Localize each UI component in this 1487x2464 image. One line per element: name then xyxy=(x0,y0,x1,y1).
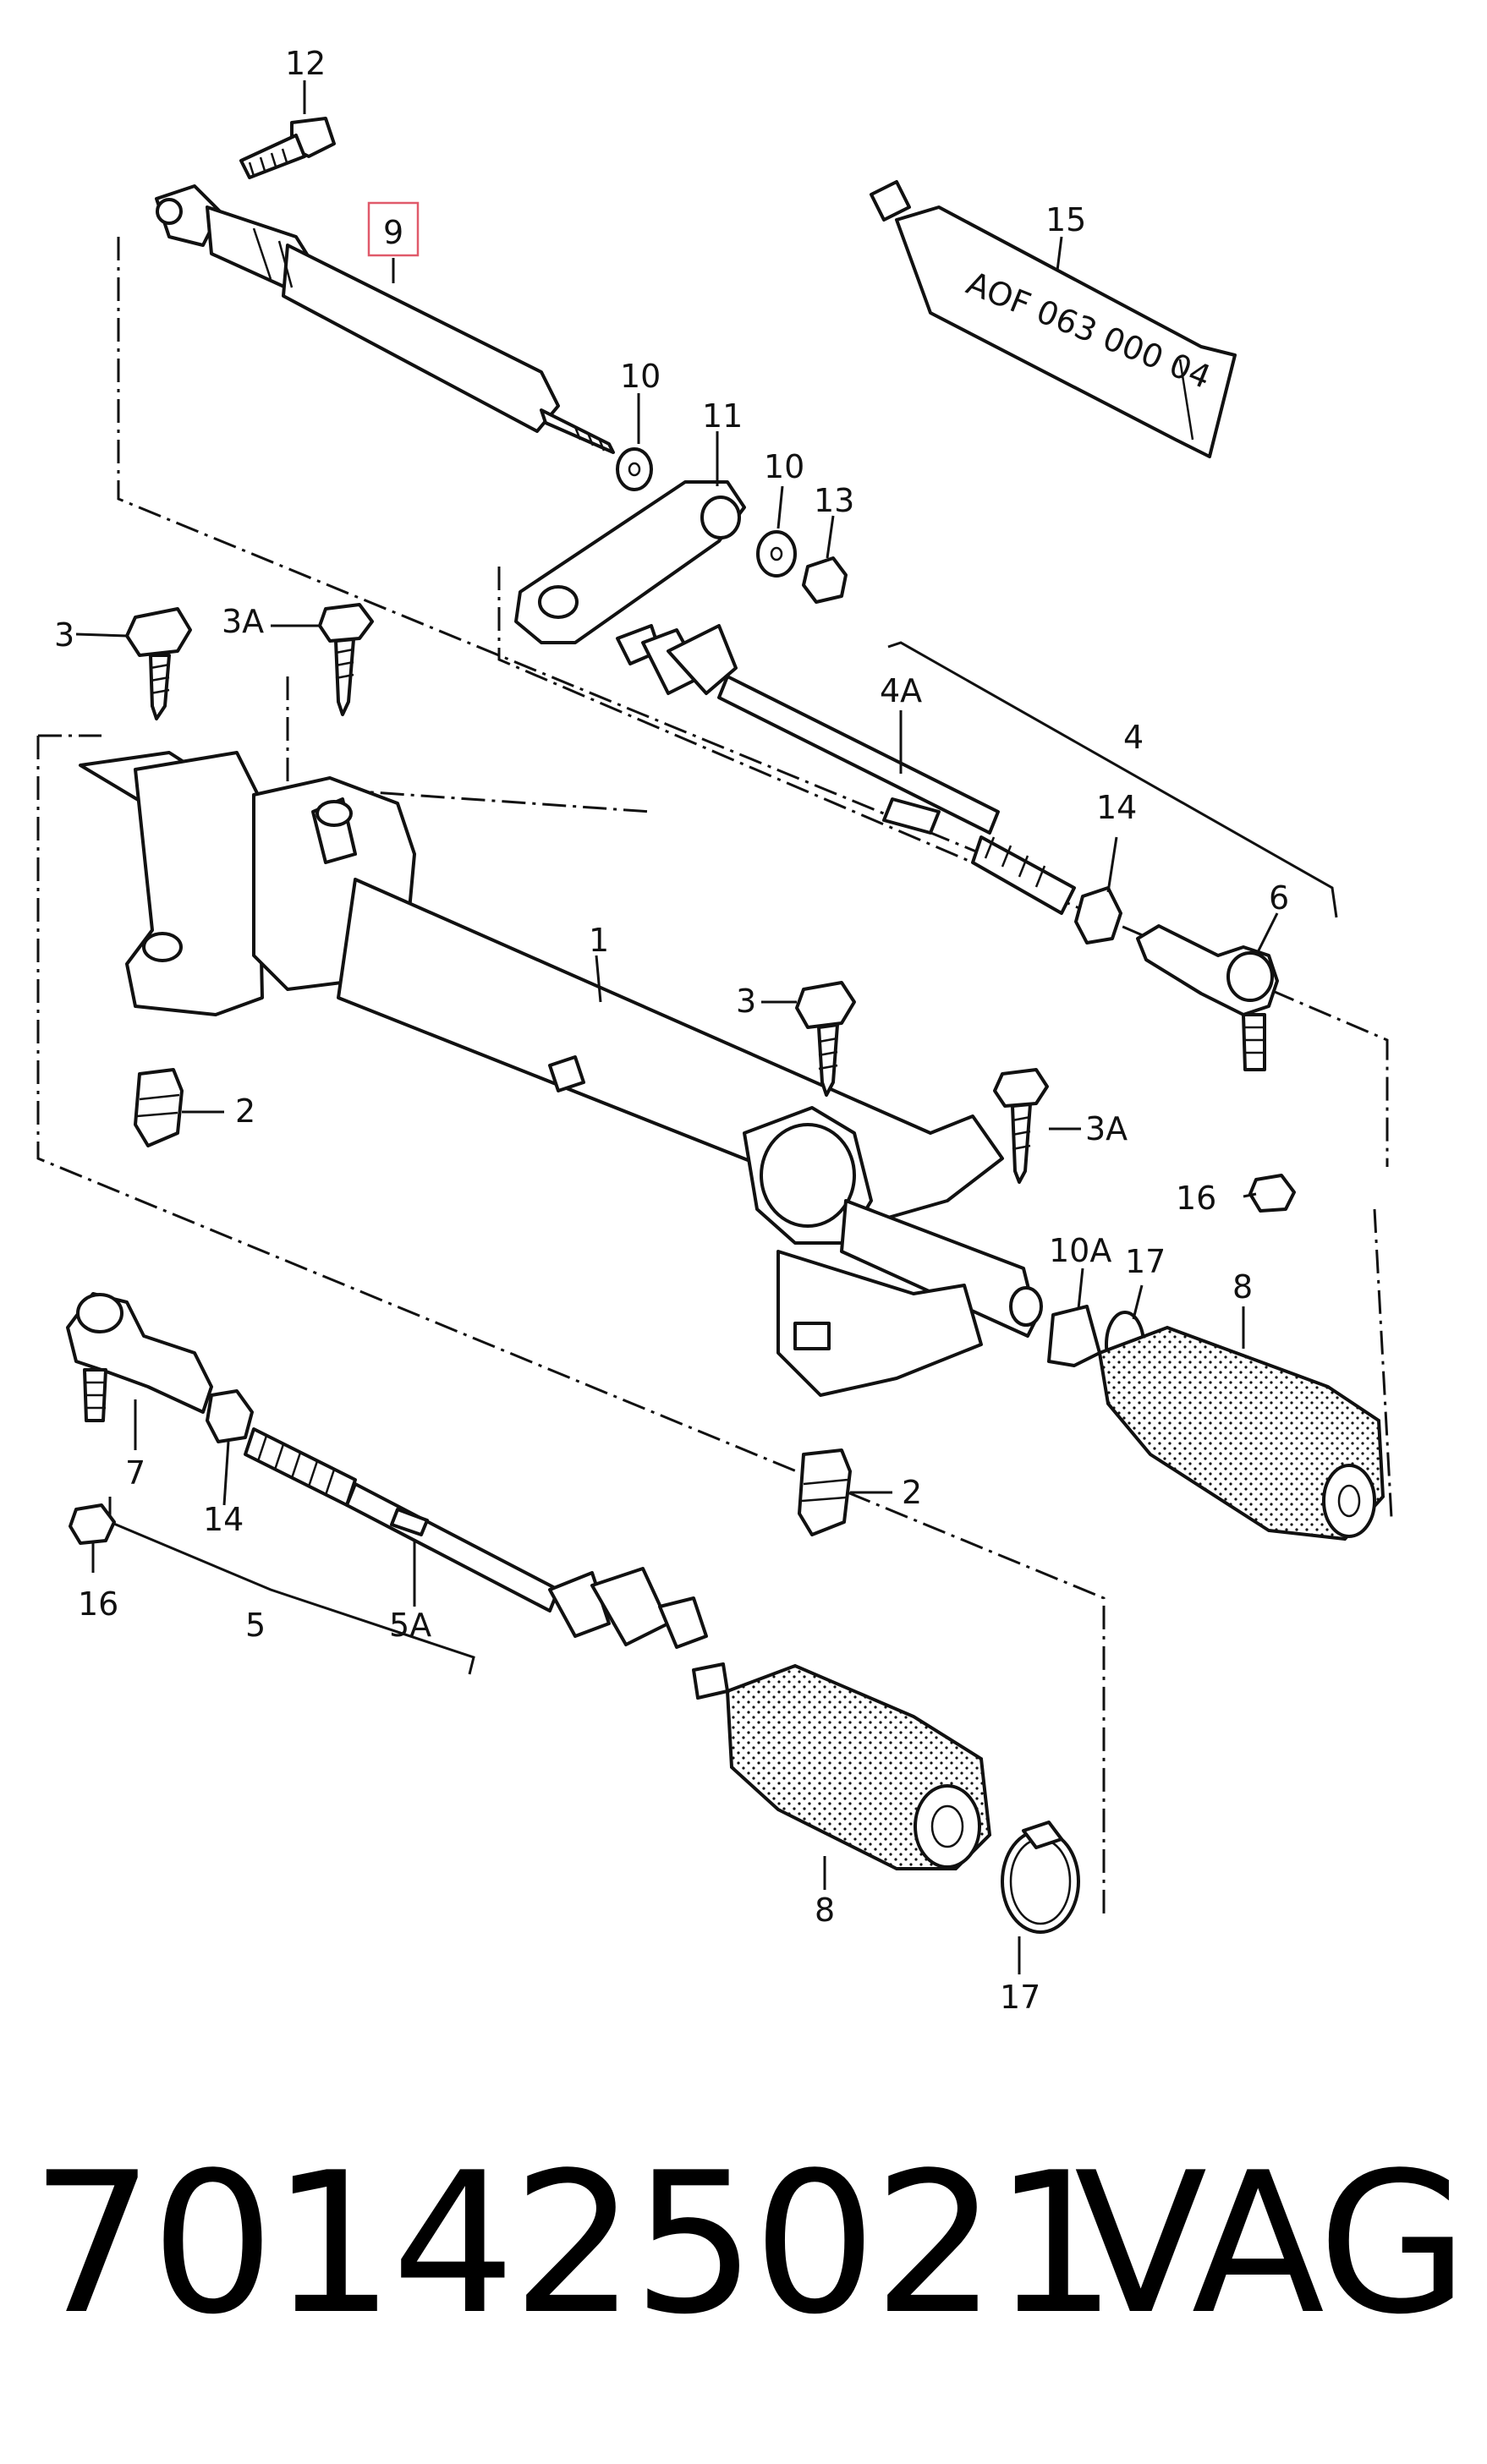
tie-rod-lower-5 xyxy=(244,1427,729,1700)
washer-10-lower xyxy=(756,530,797,578)
nut-13 xyxy=(802,556,848,604)
callout-17-lower: 17 xyxy=(1000,1979,1040,2016)
callout-8-lower: 8 xyxy=(815,1892,835,1929)
callout-16-lower: 16 xyxy=(78,1585,118,1623)
bolt-12 xyxy=(239,80,336,179)
tie-rod-end-6 xyxy=(1136,924,1279,1071)
callout-10-upper: 10 xyxy=(620,358,661,395)
highlight-box-9 xyxy=(367,201,420,257)
callout-7: 7 xyxy=(125,1454,145,1492)
tie-rod-upper-4 xyxy=(616,624,1076,915)
nut-14-upper xyxy=(1074,886,1122,945)
callout-5: 5 xyxy=(245,1607,266,1644)
screw-3A-upper xyxy=(318,603,374,716)
rubber-mount-2-upper xyxy=(134,1068,184,1147)
steering-rack-1 xyxy=(79,751,1043,1397)
bolt-3-center xyxy=(795,981,856,1097)
callout-16-upper: 16 xyxy=(1176,1180,1216,1217)
steering-damper-9 xyxy=(155,184,615,454)
callout-10-lower: 10 xyxy=(764,448,804,485)
bolt-3-upper xyxy=(125,607,192,720)
callout-3-center: 3 xyxy=(736,983,756,1020)
callout-17-right: 17 xyxy=(1125,1243,1166,1280)
callout-4: 4 xyxy=(1123,719,1144,756)
callout-15: 15 xyxy=(1045,201,1086,238)
boot-8-lower xyxy=(725,1663,992,1870)
callout-2-upper: 2 xyxy=(235,1092,255,1130)
callout-3A-right: 3A xyxy=(1085,1110,1128,1147)
callout-4A: 4A xyxy=(880,672,922,709)
exploded-parts-diagram: AOF 063 000 04 xyxy=(36,45,1393,2016)
assembly-outline-lower xyxy=(36,734,1393,1919)
callout-3-upper: 3 xyxy=(54,616,74,654)
callout-13: 13 xyxy=(814,482,854,519)
callout-14-lower: 14 xyxy=(203,1501,244,1538)
bracket-11 xyxy=(514,480,746,644)
callout-3A-upper: 3A xyxy=(222,603,264,640)
callout-leaders xyxy=(75,236,1279,1974)
callout-2-lower: 2 xyxy=(902,1474,922,1511)
brand-name: VAG xyxy=(1074,2132,1468,2357)
callout-5A: 5A xyxy=(389,1607,431,1644)
assembly-outline-upper xyxy=(117,237,1389,1167)
screw-3A-right xyxy=(993,1068,1049,1184)
callout-labels: 12 9 15 10 11 10 13 3 3A 4A 4 14 6 1 3 2… xyxy=(54,45,1289,2016)
callout-9: 9 xyxy=(383,214,403,251)
footer: 701425021 VAG xyxy=(0,2148,1487,2401)
sleeve-10A xyxy=(1047,1305,1101,1367)
callout-8-right: 8 xyxy=(1232,1268,1253,1306)
rubber-mount-2-lower xyxy=(798,1448,852,1536)
bracket-lines xyxy=(108,641,1338,1675)
callout-11: 11 xyxy=(702,397,743,435)
nut-14-lower xyxy=(206,1389,254,1443)
clamp-17-lower xyxy=(1001,1821,1080,1934)
callout-10A: 10A xyxy=(1049,1232,1111,1269)
nut-16-lower xyxy=(69,1503,116,1545)
callout-12: 12 xyxy=(285,45,326,82)
callout-14-upper: 14 xyxy=(1096,789,1137,826)
part-number: 701425021 xyxy=(30,2132,1117,2357)
washer-10-upper xyxy=(616,447,653,491)
boot-8-right xyxy=(1097,1325,1385,1541)
tie-rod-end-7 xyxy=(66,1292,213,1422)
callout-6: 6 xyxy=(1269,879,1289,917)
callout-1: 1 xyxy=(589,922,609,959)
nut-16-upper xyxy=(1248,1174,1296,1213)
